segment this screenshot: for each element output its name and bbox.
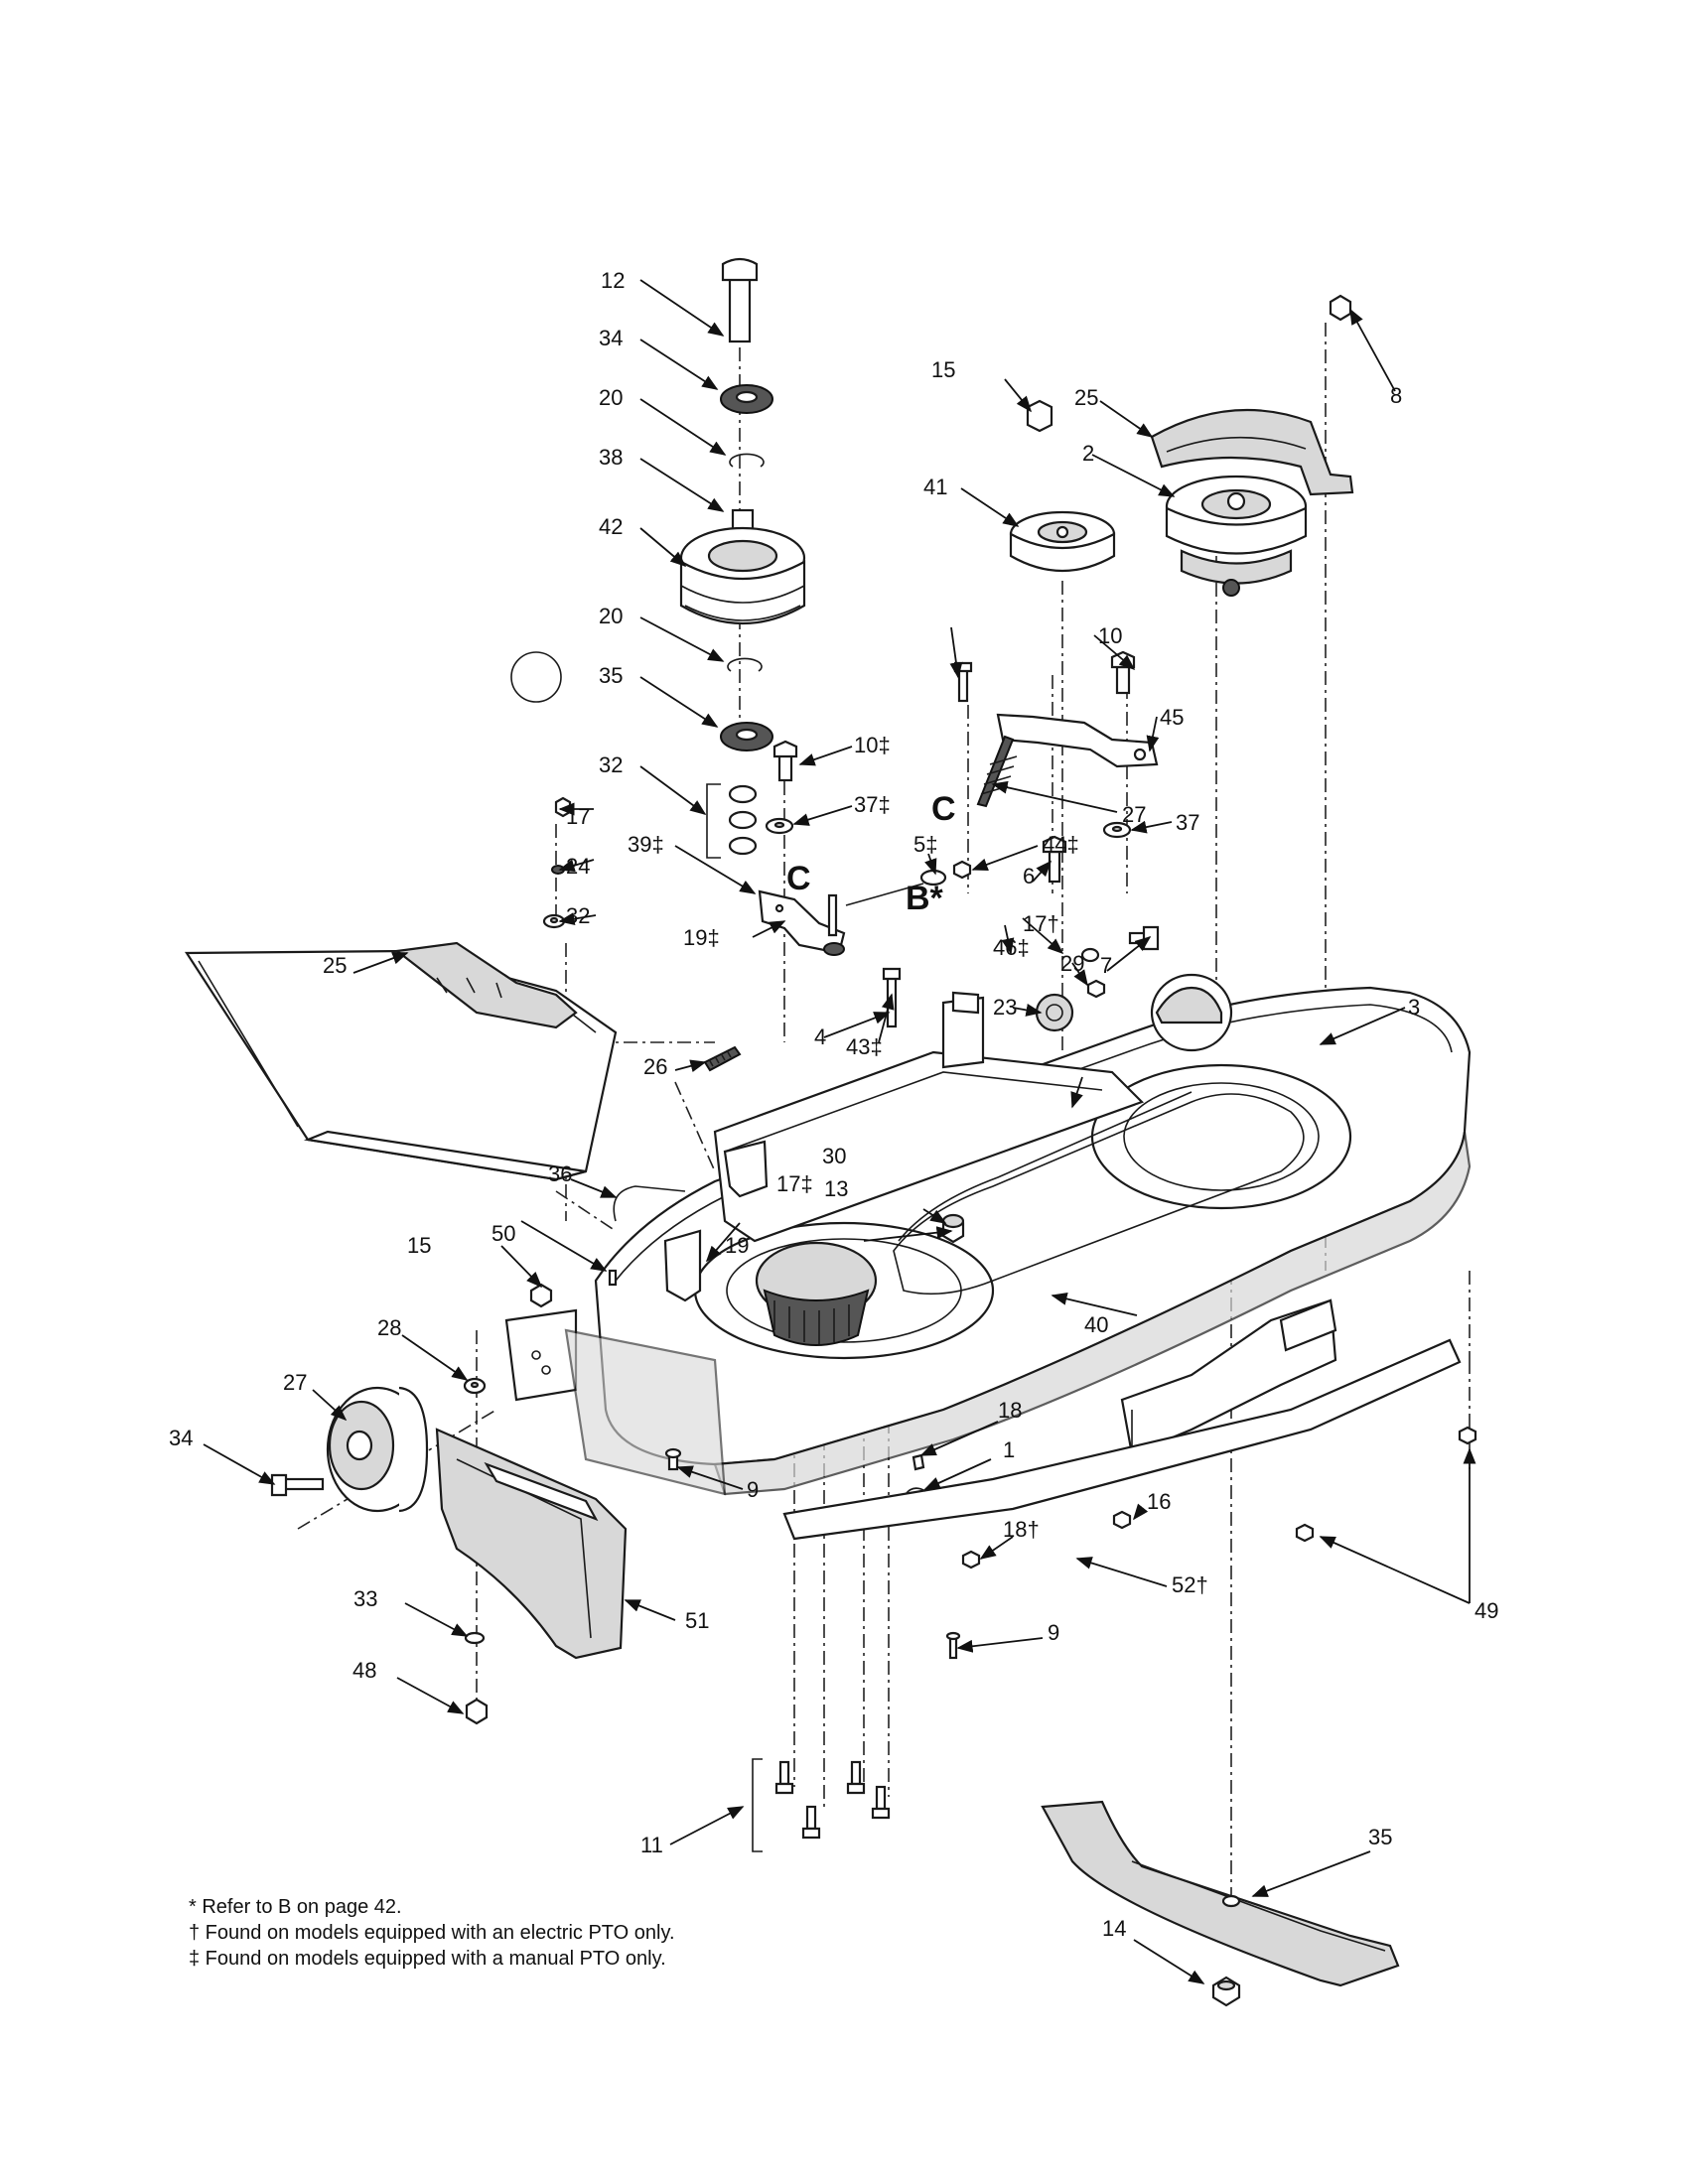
callout-47: 48 — [352, 1658, 376, 1683]
mower-deck — [504, 973, 1472, 1496]
callout-17-ddb: 17‡ — [776, 1171, 813, 1196]
mower-blade — [1041, 1800, 1400, 2007]
guard-hardware — [464, 1631, 489, 1725]
callout-32: 32 — [566, 903, 590, 928]
callout-43: 43‡ — [846, 1034, 883, 1059]
footnote-electric-pto: † Found on models equipped with an elect… — [189, 1922, 675, 1944]
callout-13: 13 — [824, 1176, 848, 1201]
footnote-b: * Refer to B on page 42. — [189, 1896, 402, 1918]
callout-17-dagger: 17† — [1023, 911, 1059, 936]
callout-22: 24 — [566, 854, 590, 879]
callout-2: 2 — [1082, 441, 1094, 466]
callout-17: 17 — [566, 804, 590, 829]
small-fasteners — [529, 1269, 1477, 1660]
callout-1: 1 — [1003, 1437, 1015, 1462]
callout-6: 6 — [1023, 864, 1035, 888]
callout-40: 40 — [1084, 1312, 1108, 1337]
callout-9b: 9 — [1048, 1620, 1059, 1645]
blade-guard — [435, 1428, 628, 1660]
callout-29: 29 — [1060, 951, 1084, 976]
deck-bolts — [752, 1758, 891, 1852]
callout-23: 25 — [323, 953, 347, 978]
gear-and-nut — [1035, 979, 1106, 1032]
callout-9: 9 — [747, 1477, 759, 1502]
callout-34: 34 — [599, 326, 623, 350]
callout-37: 37 — [1176, 810, 1199, 835]
idler-pulley — [1009, 399, 1116, 572]
discharge-chute — [184, 941, 618, 1181]
callout-3: 3 — [1408, 995, 1420, 1020]
ref-c-left: C — [786, 860, 811, 897]
callout-32b: 33 — [353, 1586, 377, 1611]
callout-28: 28 — [377, 1315, 401, 1340]
callout-5: 5‡ — [913, 832, 937, 857]
callout-49: 50 — [491, 1221, 515, 1246]
callout-18: 18 — [998, 1398, 1022, 1423]
front-baffle — [782, 1338, 1462, 1541]
callout-46: 46‡ — [993, 935, 1030, 960]
leader-lines — [203, 279, 1476, 1984]
callout-39: 39‡ — [628, 832, 664, 857]
callout-labels: 12 34 20 38 42 20 35 32 39‡ 19‡ 43‡ 10‡ … — [169, 268, 1498, 1941]
callout-12: 12 — [601, 268, 625, 293]
callout-15: 15 — [931, 357, 955, 382]
callout-45: 45 — [1160, 705, 1184, 730]
callout-10: 10 — [1098, 623, 1122, 648]
reference-marks: C C B* — [786, 790, 956, 917]
ref-b-star: B* — [906, 880, 944, 917]
callout-19b: 19 — [725, 1233, 749, 1258]
callout-26: 27 — [1122, 802, 1146, 827]
callout-21: 23 — [993, 995, 1017, 1020]
drive-pulley-assembly — [1150, 294, 1354, 597]
footnote-legend: * Refer to B on page 42. † Found on mode… — [189, 1894, 1082, 1972]
callout-34b: 35 — [599, 663, 623, 688]
callout-41: 41 — [923, 475, 947, 499]
callout-20b: 20 — [599, 604, 623, 628]
callout-25: 26 — [643, 1054, 667, 1079]
ref-c-right: C — [931, 790, 956, 828]
callout-37-dd: 37‡ — [854, 792, 891, 817]
callout-51: 52† — [1172, 1572, 1208, 1597]
callout-circle-53 — [510, 651, 562, 703]
callout-7: 7 — [1100, 953, 1112, 978]
callout-4: 4 — [814, 1024, 826, 1049]
footnote-manual-pto: ‡ Found on models equipped with a manual… — [189, 1948, 666, 1970]
callout-11: 11 — [640, 1833, 663, 1857]
callout-15b: 15 — [407, 1233, 431, 1258]
callout-38: 38 — [599, 445, 623, 470]
callout-20: 20 — [599, 385, 623, 410]
callout-18-dagger: 18† — [1003, 1517, 1040, 1542]
callout-42: 42 — [599, 514, 623, 539]
callout-10-dd: 10‡ — [854, 733, 891, 757]
washers — [765, 817, 1132, 963]
callout-48: 49 — [1474, 1598, 1498, 1623]
callout-30: 30 — [822, 1144, 846, 1168]
callout-50: 51 — [685, 1608, 709, 1633]
callout-33: 34 — [169, 1426, 193, 1450]
callout-27: 27 — [283, 1370, 307, 1395]
callout-35: 35 — [1368, 1825, 1392, 1849]
callout-14: 14 — [1102, 1916, 1126, 1941]
callout-16: 16 — [1147, 1489, 1171, 1514]
spindle-stack — [679, 257, 806, 859]
callout-44: 44‡ — [1043, 832, 1079, 857]
idler-bracket — [976, 713, 1159, 808]
callout-31: 32 — [599, 752, 623, 777]
callout-24: 25 — [1074, 385, 1098, 410]
callout-19-dd: 19‡ — [683, 925, 720, 950]
callout-8: 8 — [1390, 383, 1402, 408]
callout-36: 36 — [548, 1161, 572, 1186]
gauge-wheel — [270, 1377, 487, 1513]
